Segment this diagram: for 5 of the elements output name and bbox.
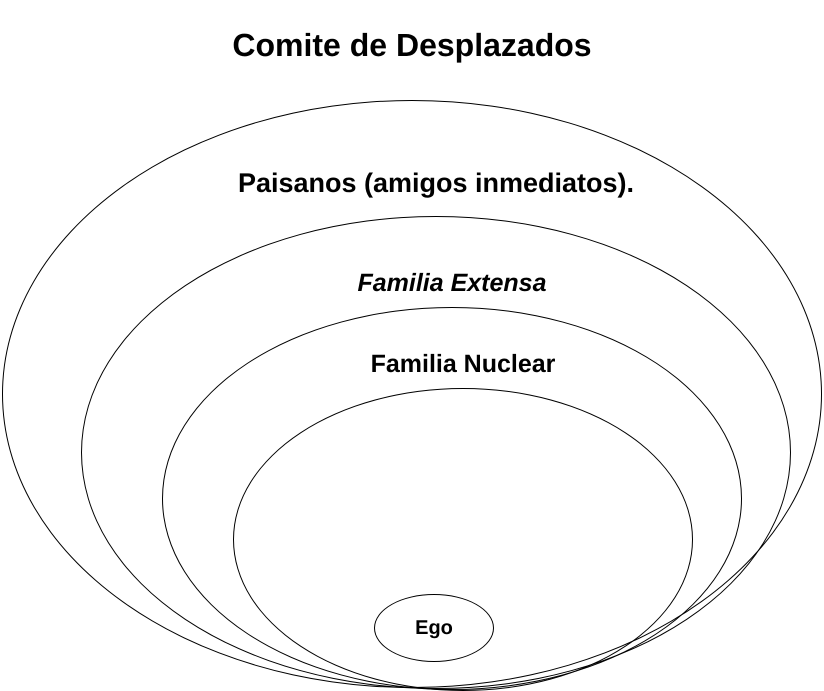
ring-label: Familia Extensa — [358, 270, 546, 298]
ring-label: Paisanos (amigos inmediatos). — [238, 169, 634, 199]
ring-label: Ego — [415, 617, 453, 639]
ring-label: Familia Nuclear — [370, 351, 556, 378]
ring-label: Comite de Desplazados — [232, 28, 592, 64]
